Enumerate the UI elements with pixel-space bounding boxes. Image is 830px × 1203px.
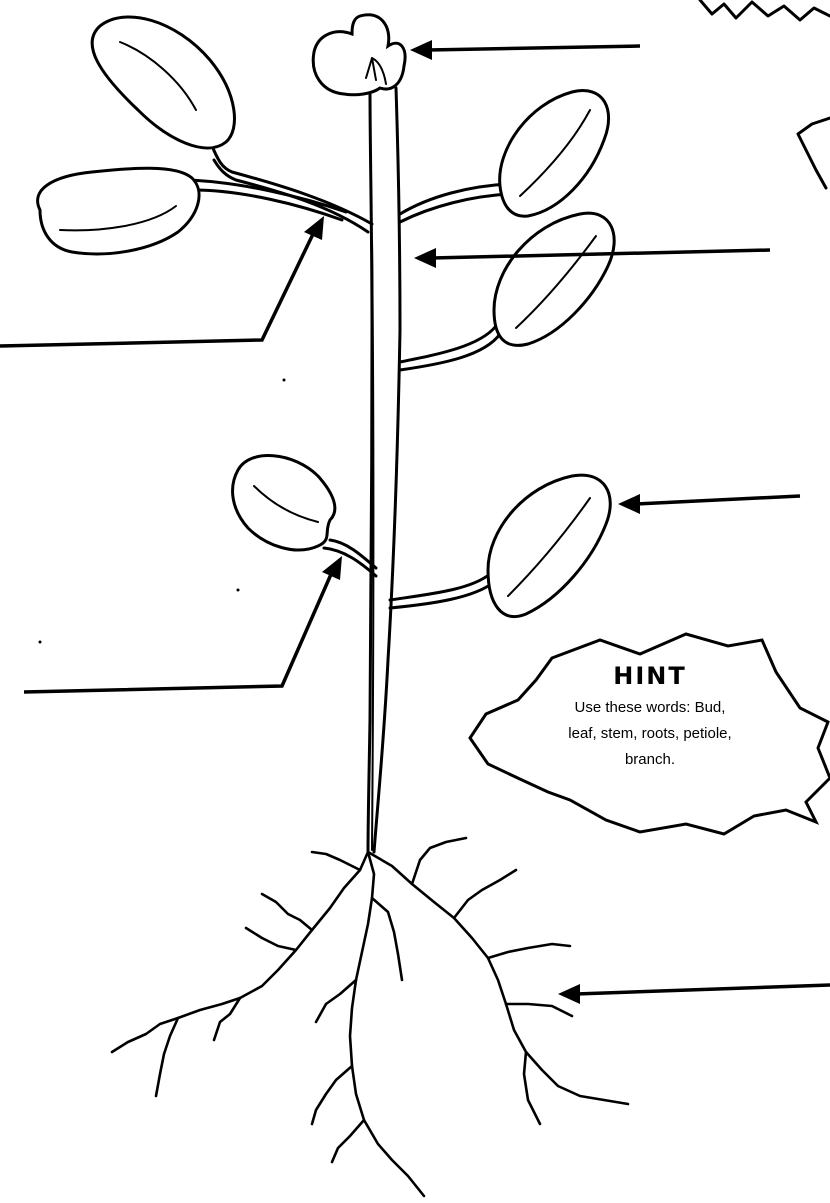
stem-arrowhead	[414, 248, 436, 268]
bud	[313, 15, 405, 95]
stray-dot	[237, 589, 240, 592]
corner-cloud-decoration-2	[798, 118, 830, 188]
roots-pointer	[576, 985, 830, 994]
upper-left-leaf-top	[92, 17, 234, 148]
leaf-pointer	[636, 496, 800, 504]
leaf-arrowhead	[618, 494, 640, 514]
lower-left-leaf	[233, 456, 335, 550]
middle-right-leaf	[494, 213, 614, 345]
roots-arrowhead	[558, 984, 580, 1004]
hint-box: HINT Use these words: Bud, leaf, stem, r…	[470, 634, 830, 834]
hint-line-1: Use these words: Bud,	[575, 699, 726, 716]
branch-arrowhead	[304, 216, 324, 240]
upper-right-leaf	[500, 91, 609, 217]
corner-cloud-decoration	[700, 0, 830, 20]
lower-right-leaf	[488, 475, 610, 617]
hint-line-2: leaf, stem, roots, petiole,	[568, 725, 731, 742]
petiole-pointer	[24, 572, 332, 692]
branch-pointer	[0, 232, 314, 346]
roots	[112, 838, 628, 1196]
stray-dot	[283, 379, 286, 382]
bud-arrowhead	[410, 40, 432, 60]
petiole-arrowhead	[322, 556, 342, 580]
main-stem	[368, 90, 372, 852]
hint-line-3: branch.	[625, 751, 675, 768]
bud-pointer	[428, 46, 640, 50]
upper-left-leaf-bottom	[38, 168, 199, 254]
hint-title: HINT	[613, 662, 686, 690]
stray-dot	[39, 641, 42, 644]
